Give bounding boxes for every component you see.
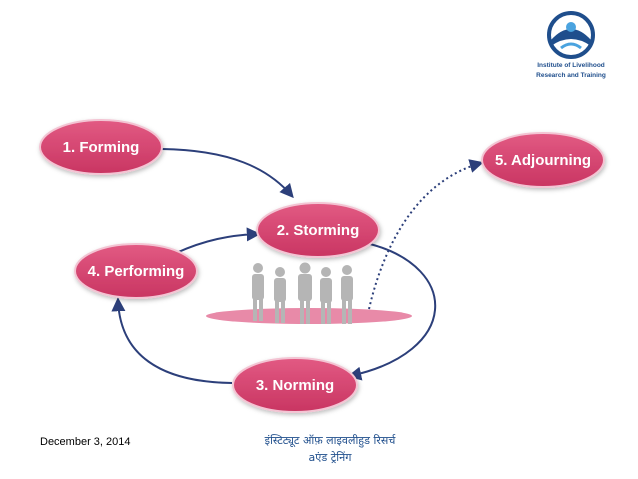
team-silhouettes-icon — [252, 262, 353, 324]
node-storming: 2. Storming — [256, 202, 380, 258]
logo: Institute of Livelihood Research and Tra… — [528, 10, 614, 90]
logo-text-line2: Research and Training — [536, 72, 606, 79]
footer-date: December 3, 2014 — [40, 436, 131, 448]
arrow-performing-to-storming — [175, 227, 261, 254]
node-norming: 3. Norming — [232, 357, 358, 413]
logo-emblem-icon — [547, 11, 595, 59]
arrow-norming-to-performing — [111, 297, 233, 384]
node-performing-label: 4. Performing — [88, 263, 185, 280]
node-performing: 4. Performing — [74, 243, 198, 299]
logo-text-line1: Institute of Livelihood — [537, 62, 605, 69]
footer-org-line1: इंस्टिट्यूट ऑफ़ लाइवलीहुड रिसर्च — [264, 434, 396, 447]
node-forming-label: 1. Forming — [63, 139, 140, 156]
node-forming: 1. Forming — [39, 119, 163, 175]
node-norming-label: 3. Norming — [256, 377, 334, 394]
node-adjourning-label: 5. Adjourning — [495, 152, 591, 169]
arrow-storming-to-norming — [347, 243, 436, 381]
arrow-forming-to-storming — [161, 148, 294, 199]
footer-org: इंस्टिट्यूट ऑफ़ लाइवलीहुड रिसर्च aएंड ट्… — [230, 432, 430, 466]
node-storming-label: 2. Storming — [277, 222, 360, 239]
arrow-dotted-to-adjourning — [368, 159, 484, 310]
node-adjourning: 5. Adjourning — [481, 132, 605, 188]
footer-org-line2: aएंड ट्रेनिंग — [308, 451, 352, 464]
